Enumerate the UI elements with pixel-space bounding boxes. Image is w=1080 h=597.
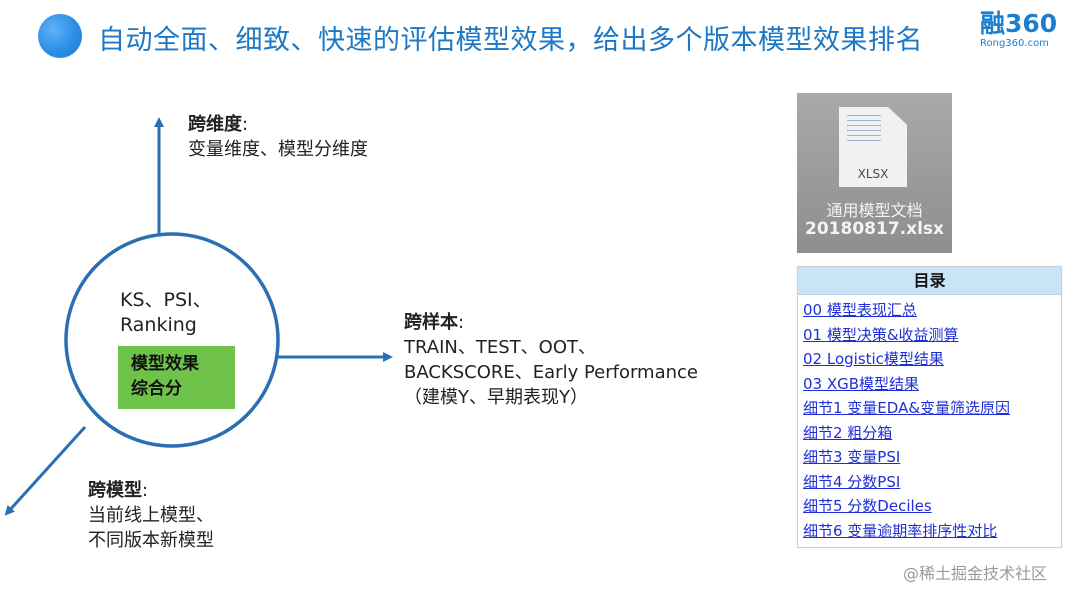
model-line2: 不同版本新模型	[88, 530, 214, 551]
toc-link-detail3[interactable]: 细节3 变量PSI	[803, 448, 901, 466]
metrics-line2: Ranking	[120, 314, 197, 336]
logo-main-text: 融360	[980, 9, 1058, 38]
metrics-text: KS、PSI、 Ranking	[120, 288, 212, 338]
sample-label: 跨样本: TRAIN、TEST、OOT、 BACKSCORE、Early Per…	[404, 310, 698, 410]
toc-link-00[interactable]: 00 模型表现汇总	[803, 301, 917, 319]
sample-line2: BACKSCORE、Early Performance	[404, 362, 699, 383]
composite-score-line2: 综合分	[131, 379, 182, 399]
model-label: 跨模型: 当前线上模型、 不同版本新模型	[88, 478, 214, 553]
toc-link-detail1[interactable]: 细节1 变量EDA&变量筛选原因	[803, 399, 1011, 417]
xlsx-file-icon[interactable]: XLSX 通用模型文档 20180817.xlsx	[797, 93, 952, 253]
toc-link-detail4[interactable]: 细节4 分数PSI	[803, 472, 901, 491]
center-circle	[64, 232, 280, 448]
rong360-logo: 融360 Rong360.com	[980, 10, 1060, 56]
model-title: 跨模型	[88, 480, 142, 501]
sample-line3: （建模Y、早期表现Y）	[404, 387, 588, 408]
model-colon: :	[142, 480, 149, 501]
toc-list: 00 模型表现汇总 01 模型决策&收益测算 02 Logistic模型结果 0…	[798, 295, 1061, 543]
toc-link-02[interactable]: 02 Logistic模型结果	[803, 350, 944, 368]
logo-sub-text: Rong360.com	[980, 38, 1049, 49]
arrow-down-left-model	[4, 425, 87, 516]
sample-line1: TRAIN、TEST、OOT、	[404, 337, 596, 358]
toc-link-01[interactable]: 01 模型决策&收益测算	[803, 325, 959, 344]
file-name-line2: 20180817.xlsx	[805, 219, 944, 239]
dimension-label: 跨维度: 变量维度、模型分维度	[188, 112, 368, 162]
composite-score-box: 模型效果 综合分	[118, 346, 235, 409]
composite-score-line1: 模型效果	[131, 354, 199, 374]
dimension-line1: 变量维度、模型分维度	[188, 139, 368, 160]
document-paper-icon: XLSX	[839, 107, 907, 187]
page-title: 自动全面、细致、快速的评估模型效果，给出多个版本模型效果排名	[98, 25, 923, 56]
toc-link-detail5[interactable]: 细节5 分数Deciles	[803, 497, 932, 515]
watermark: @稀土掘金技术社区	[903, 564, 1048, 583]
metrics-line1: KS、PSI、	[120, 289, 212, 311]
model-line1: 当前线上模型、	[88, 505, 214, 526]
dimension-title: 跨维度	[188, 114, 242, 135]
toc-title: 目录	[798, 267, 1061, 295]
toc-link-detail2[interactable]: 细节2 粗分箱	[803, 423, 893, 442]
table-of-contents: 目录 00 模型表现汇总 01 模型决策&收益测算 02 Logistic模型结…	[797, 266, 1062, 548]
sample-title: 跨样本	[404, 312, 458, 333]
sample-colon: :	[458, 312, 465, 333]
document-lines	[847, 115, 881, 145]
file-extension: XLSX	[857, 167, 889, 181]
file-name-line1: 通用模型文档	[826, 201, 923, 220]
header-bullet-icon	[38, 14, 82, 58]
toc-link-detail6[interactable]: 细节6 变量逾期率排序性对比	[803, 521, 998, 540]
toc-link-03[interactable]: 03 XGB模型结果	[803, 374, 920, 393]
dimension-colon: :	[242, 114, 249, 135]
